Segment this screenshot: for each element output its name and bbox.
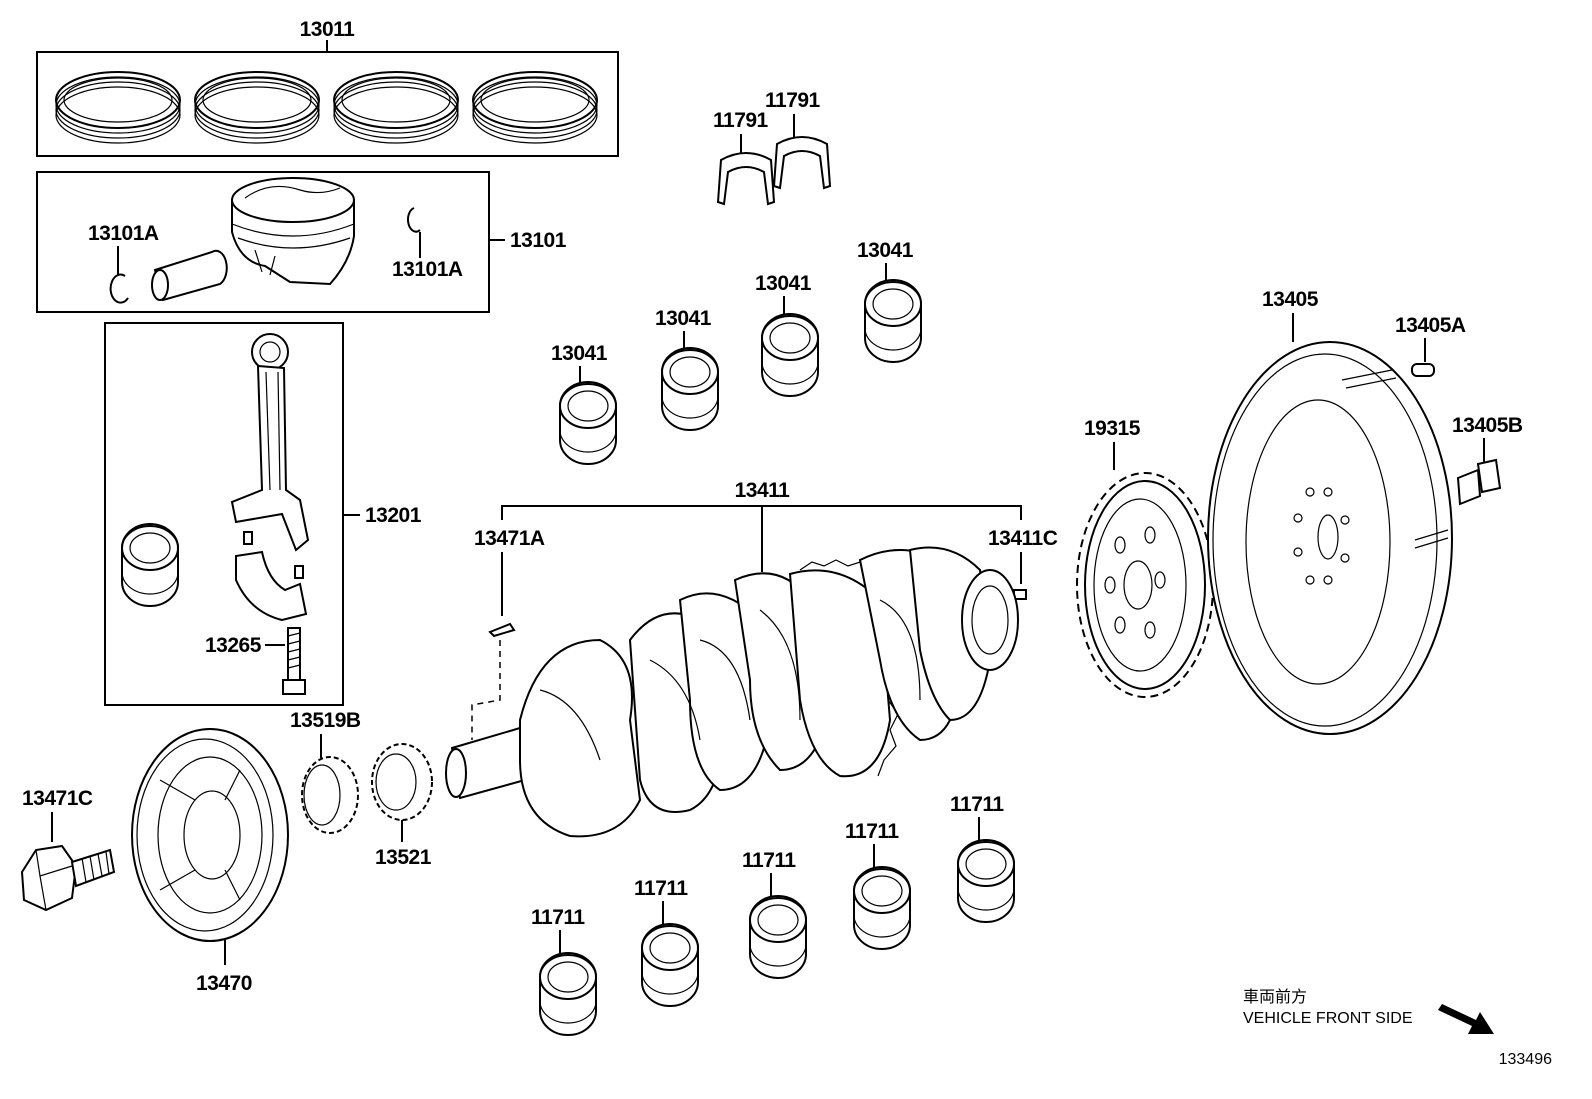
main-bearing[interactable] (539, 952, 597, 1036)
conrod-bearing[interactable] (761, 313, 819, 397)
crankshaft-pulley-bolt[interactable] (20, 844, 116, 912)
connecting-rod-cap[interactable] (235, 550, 308, 622)
front-direction-arrow-icon (1438, 1004, 1494, 1034)
thrust-washer[interactable] (717, 152, 775, 205)
label-13519B[interactable]: 13519B (290, 709, 361, 732)
connecting-rod-group: 13201 13265 (104, 322, 422, 706)
flywheel[interactable] (1207, 341, 1453, 735)
label-13411[interactable]: 13411 (735, 479, 791, 502)
conrod-bearing[interactable] (121, 523, 179, 607)
piston-group: 13101 13101A 13101A (36, 171, 567, 313)
label-11711-2[interactable]: 11711 (634, 877, 689, 900)
conrod-bearing[interactable] (559, 381, 617, 465)
main-bearing[interactable] (641, 923, 699, 1007)
crankshaft-group: 13411 13471A 13411C (445, 479, 1058, 838)
label-13265[interactable]: 13265 (205, 634, 262, 657)
connecting-rod[interactable] (230, 333, 310, 552)
timing-rotor[interactable] (1076, 472, 1214, 698)
main-bearing[interactable] (749, 895, 807, 979)
label-13041-1[interactable]: 13041 (551, 342, 608, 365)
direction-note-english: VEHICLE FRONT SIDE (1243, 1010, 1413, 1027)
label-11791-a[interactable]: 11791 (765, 89, 821, 112)
crankshaft-key[interactable] (488, 622, 516, 638)
rod-dowel-pin[interactable] (294, 565, 304, 579)
flywheel-bolt[interactable] (1456, 458, 1502, 506)
label-19315[interactable]: 19315 (1084, 417, 1141, 440)
piston-ring[interactable] (194, 71, 320, 144)
crankshaft[interactable] (445, 546, 1019, 838)
conrod-bearing[interactable] (661, 347, 719, 431)
label-11791-b[interactable]: 11791 (713, 109, 769, 132)
piston-ring[interactable] (472, 71, 598, 144)
snap-ring-left[interactable] (109, 273, 129, 304)
label-13101A-right[interactable]: 13101A (392, 258, 463, 281)
label-13041-3[interactable]: 13041 (755, 272, 812, 295)
label-11711-5[interactable]: 11711 (950, 793, 1005, 816)
label-13011[interactable]: 13011 (300, 18, 356, 41)
label-13405A[interactable]: 13405A (1395, 314, 1466, 337)
direction-note-japanese: 車両前方 (1243, 988, 1307, 1006)
piston[interactable] (231, 177, 355, 286)
connecting-rod-bolt[interactable] (282, 627, 306, 695)
label-13470[interactable]: 13470 (196, 972, 252, 995)
label-13201[interactable]: 13201 (365, 504, 422, 527)
label-13101A-left[interactable]: 13101A (88, 222, 159, 245)
label-13405[interactable]: 13405 (1262, 288, 1319, 311)
conrod-bearing[interactable] (864, 279, 922, 363)
label-11711-3[interactable]: 11711 (742, 849, 797, 872)
piston-ring[interactable] (55, 71, 181, 144)
label-13041-2[interactable]: 13041 (655, 307, 712, 330)
timing-rotor-group: 19315 (1076, 417, 1214, 698)
piston-ring-set-group: 13011 (36, 18, 619, 157)
crankshaft-pulley[interactable] (131, 728, 289, 942)
thrust-washer[interactable] (773, 136, 831, 189)
diagram-id: 133496 (1499, 1051, 1552, 1068)
label-13471A[interactable]: 13471A (474, 527, 545, 550)
label-13041-4[interactable]: 13041 (857, 239, 914, 262)
label-13521[interactable]: 13521 (375, 846, 432, 869)
label-13411C[interactable]: 13411C (988, 527, 1058, 550)
label-13405B[interactable]: 13405B (1452, 414, 1523, 437)
label-13101[interactable]: 13101 (510, 229, 567, 252)
timing-sprocket[interactable] (301, 756, 359, 834)
main-bearing[interactable] (853, 866, 911, 950)
flywheel-group: 13405 13405A 13405B (1207, 288, 1523, 735)
piston-pin[interactable] (151, 249, 228, 302)
crankshaft-pulley-group: 13470 13471C (20, 728, 289, 995)
piston-ring[interactable] (333, 71, 459, 144)
flywheel-pin[interactable] (1411, 363, 1435, 377)
label-11711-4[interactable]: 11711 (845, 820, 900, 843)
crankshaft-timing-gear[interactable] (371, 743, 433, 821)
label-13471C[interactable]: 13471C (22, 787, 93, 810)
snap-ring-right[interactable] (406, 207, 421, 233)
rod-dowel-pin[interactable] (243, 531, 253, 545)
main-bearing[interactable] (957, 839, 1015, 923)
label-11711-1[interactable]: 11711 (531, 906, 586, 929)
